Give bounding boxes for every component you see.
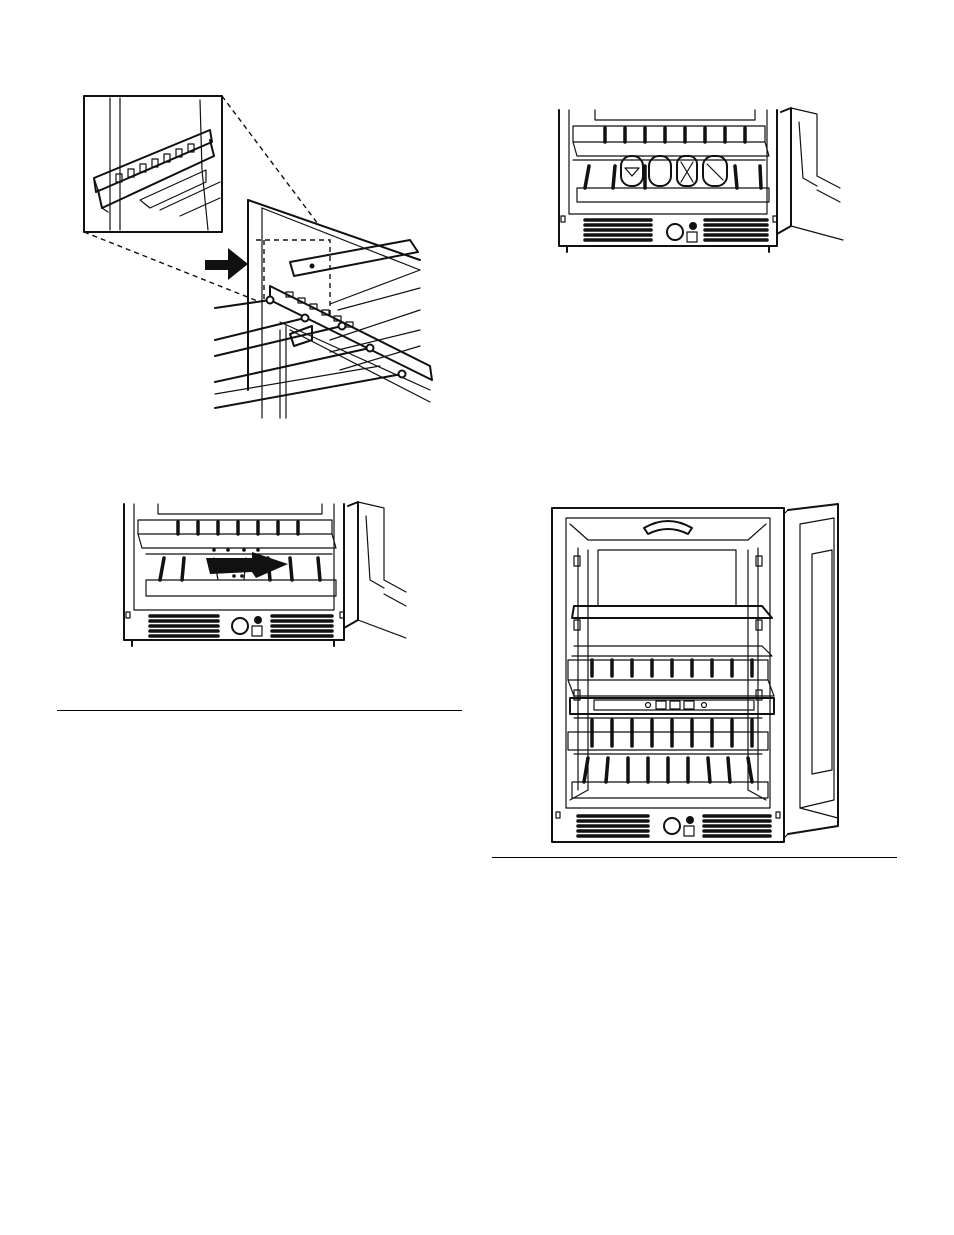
control-panel-icon xyxy=(570,698,774,714)
figure-full-interior-view xyxy=(548,500,840,845)
section-divider-right xyxy=(492,857,897,858)
base-grille xyxy=(556,812,780,836)
cabinet-body xyxy=(552,508,784,842)
pull-arrow-icon xyxy=(206,548,288,578)
detail-inset xyxy=(84,96,222,232)
door-icon xyxy=(777,108,843,240)
figure-shelf-pull-out xyxy=(118,500,410,650)
figure-rail-installation xyxy=(80,90,440,425)
cabinet-perspective xyxy=(215,200,432,418)
door-icon xyxy=(784,504,838,838)
push-arrow-icon xyxy=(205,248,248,280)
figure-bottle-shelf-loaded xyxy=(555,106,845,256)
section-divider-left xyxy=(57,710,462,711)
door-icon xyxy=(344,502,406,638)
